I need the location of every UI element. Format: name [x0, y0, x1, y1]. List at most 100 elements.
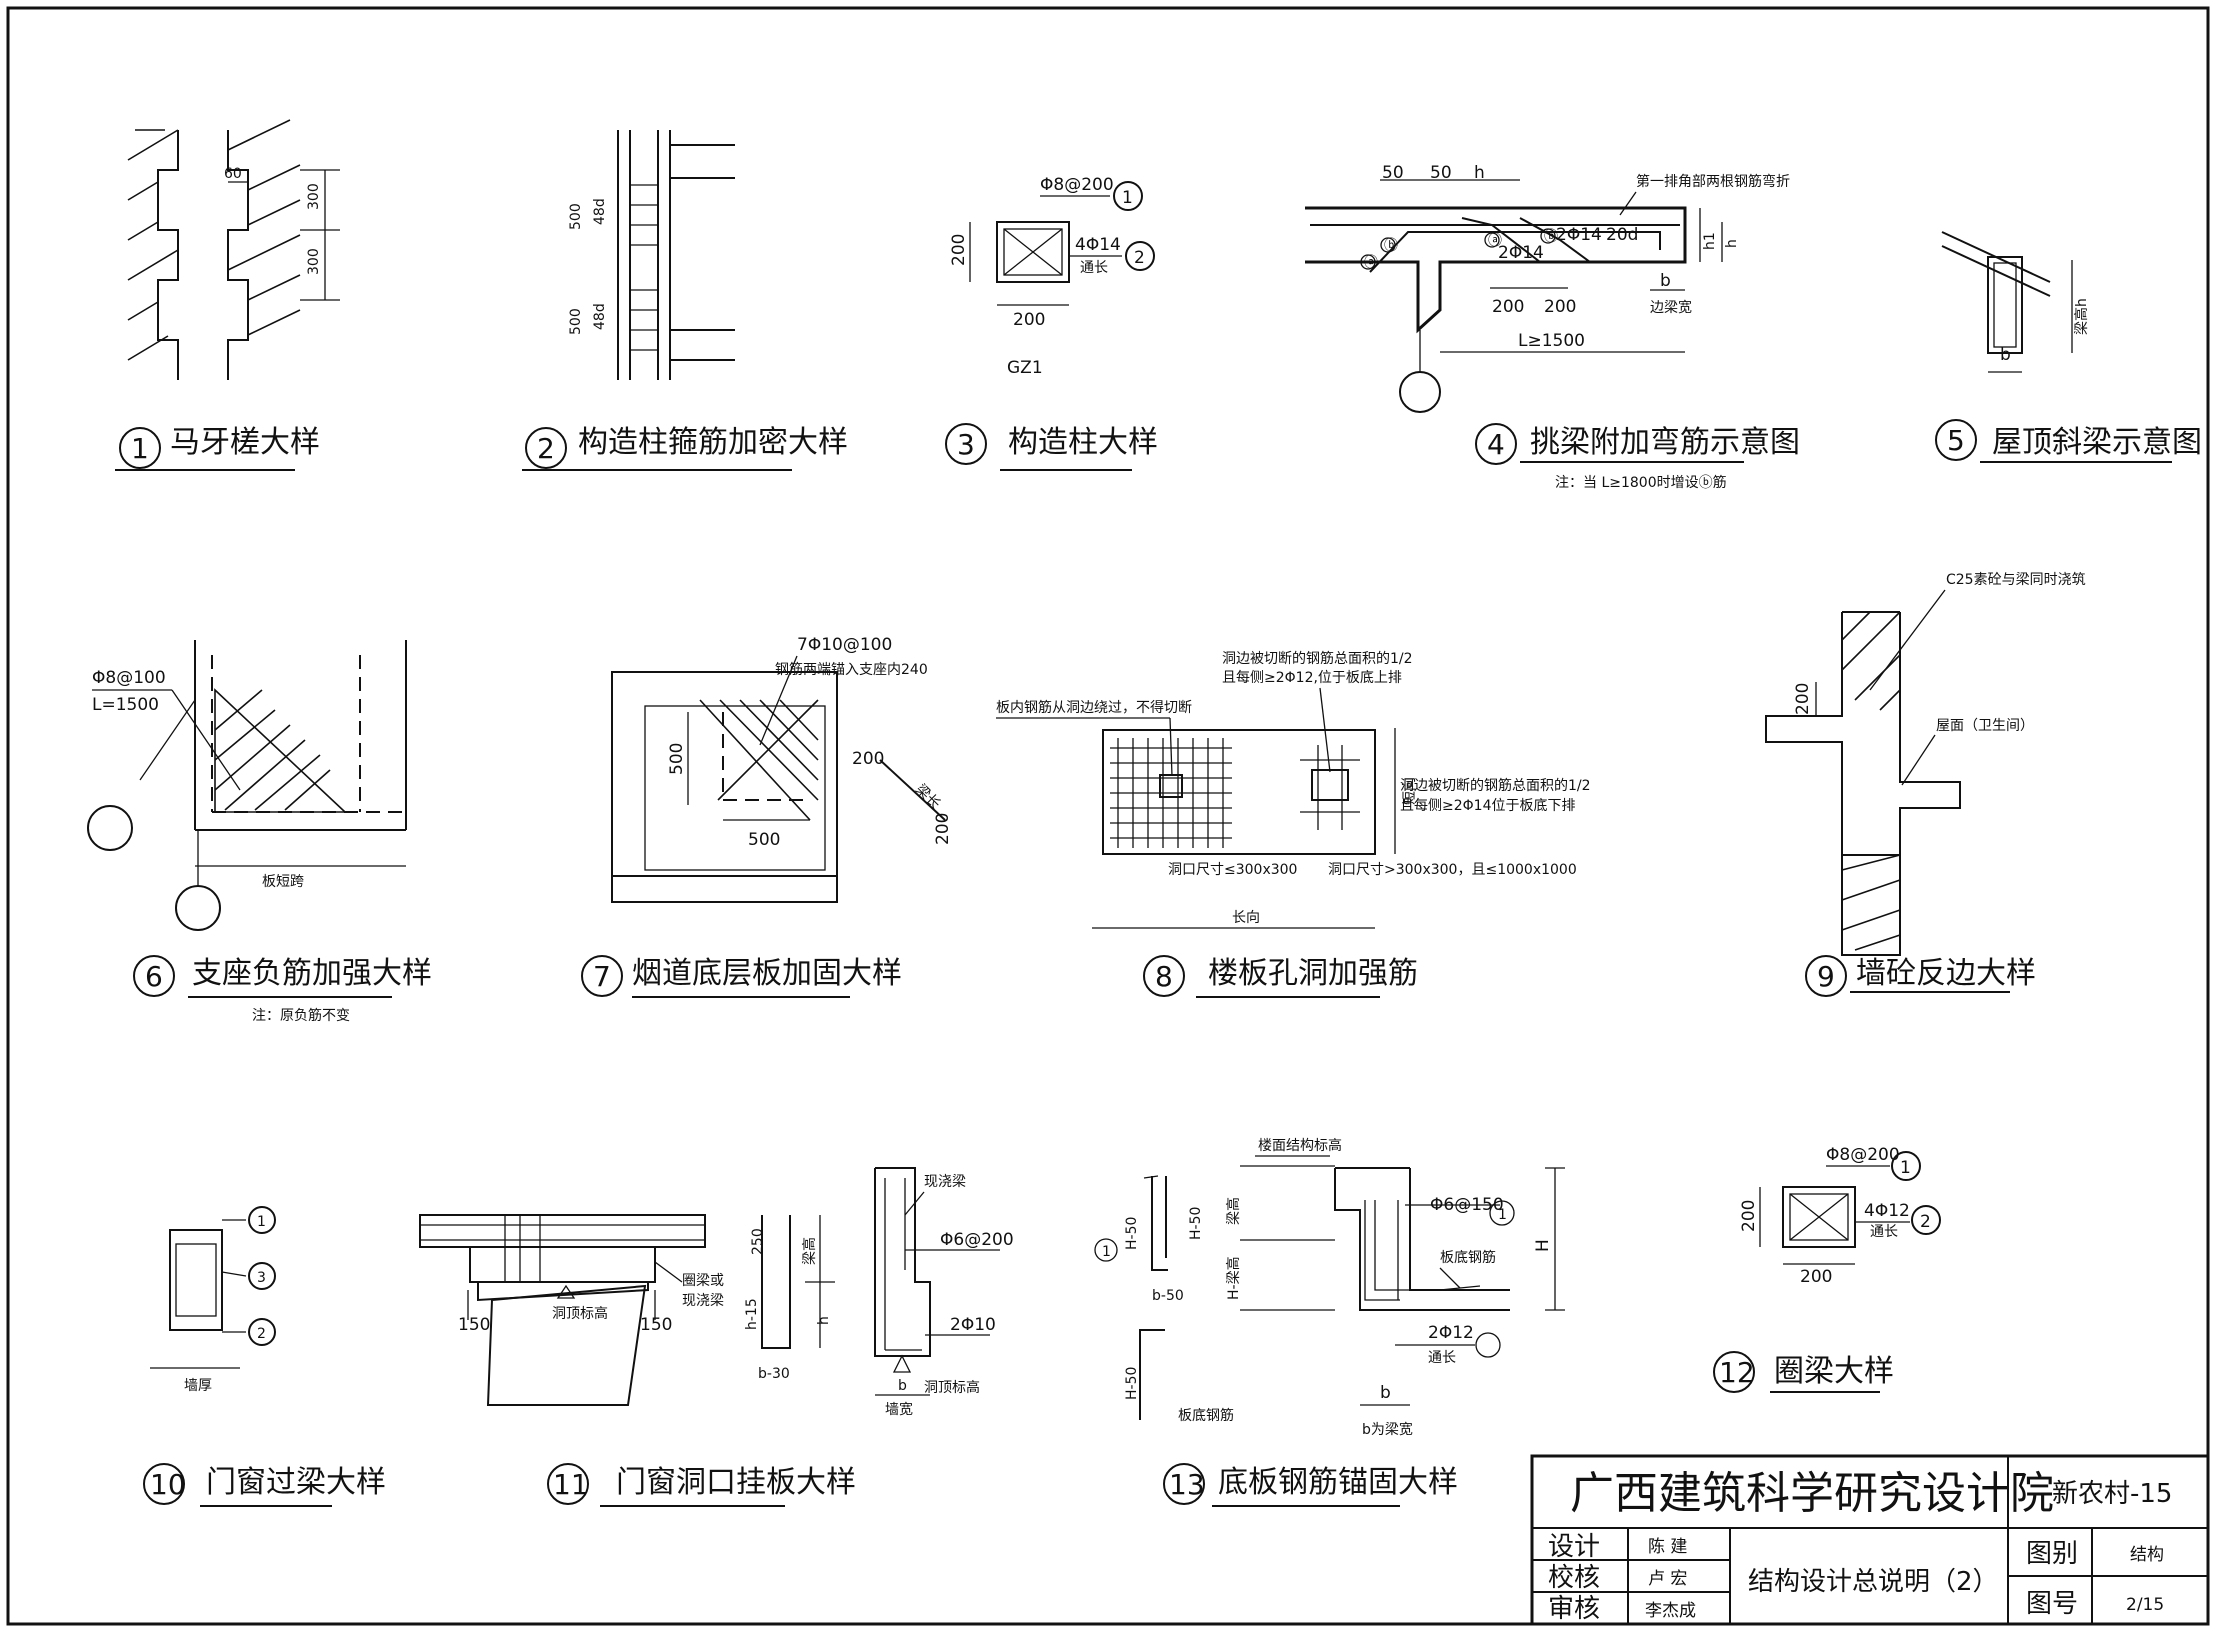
d1-label-c: 300 — [306, 248, 322, 275]
d7-label-e: 200 — [852, 749, 884, 769]
d2-label-d: 48d — [592, 303, 608, 330]
d8-label-i: 短向 — [1402, 777, 1418, 805]
d7-title: 烟道底层板加固大样 — [632, 956, 902, 991]
d8-label-e: 且每侧≥2Φ14位于板底下排 — [1400, 798, 1575, 814]
d10-number: 10 — [150, 1468, 186, 1501]
d8-title: 楼板孔洞加强筋 — [1208, 956, 1418, 991]
d2-number: 2 — [537, 432, 555, 465]
d5-label-a: 梁高h — [2073, 298, 2090, 335]
d11-label-c: 洞顶标高 — [552, 1305, 608, 1322]
d8-label-b: 且每侧≥2Φ12,位于板底上排 — [1222, 670, 1402, 686]
d12-number: 12 — [1719, 1356, 1755, 1389]
project-code: 新农村-15 — [2052, 1479, 2172, 1509]
d13-label-a: H-50 — [1124, 1217, 1140, 1250]
d11-title: 门窗洞口挂板大样 — [616, 1465, 856, 1500]
d11-label-h: h-15 — [744, 1298, 760, 1330]
detail-2: 500 48d 500 48d 2 构造柱箍筋加密大样 — [522, 130, 848, 471]
d11-label-e: 现浇梁 — [682, 1293, 724, 1309]
d4-label-l: b — [1660, 271, 1671, 291]
d3-label-b: 4Φ14 — [1075, 235, 1121, 255]
d3-label-e: 200 — [1013, 310, 1045, 330]
d11-label-n: b — [898, 1378, 907, 1394]
d10-title: 门窗过梁大样 — [206, 1465, 386, 1500]
d11-number: 11 — [553, 1468, 589, 1501]
d13-number: 13 — [1169, 1468, 1205, 1501]
detail-5: 梁高h b 5 屋顶斜梁示意图 — [1935, 231, 2202, 463]
d11-label-f: 250 — [750, 1228, 766, 1255]
d7-label-a: 7Φ10@100 — [797, 635, 892, 655]
d12-title: 圈梁大样 — [1774, 1354, 1894, 1389]
d4-number: 4 — [1487, 428, 1505, 461]
d9-label-c: 屋面（卫生间） — [1936, 718, 2034, 734]
d6-note: 注：原负筋不变 — [252, 1007, 350, 1024]
d11-label-k: 现浇梁 — [924, 1174, 966, 1190]
d11-label-b: 150 — [640, 1315, 672, 1335]
d4-label-d: 第一排角部两根钢筋弯折 — [1636, 173, 1790, 190]
d3-label-c: 通长 — [1080, 260, 1108, 276]
d3-number: 3 — [957, 428, 975, 461]
d7-label-d: 500 — [748, 830, 780, 850]
detail-6: Φ8@100 L=1500 板短跨 6 支座负筋加强大样 注：原负筋不变 — [87, 640, 432, 1024]
d11-label-i: h — [816, 1316, 832, 1325]
d4-label-g: 20d — [1606, 225, 1638, 245]
d13-label-j: 2Φ12 — [1428, 1323, 1474, 1343]
d8-label-d: 洞边被切断的钢筋总面积的1/2 — [1400, 777, 1591, 794]
d4-label-o: ⓐ — [1364, 255, 1378, 271]
d4-label-k: 200 — [1544, 297, 1576, 317]
d1-number: 1 — [131, 432, 149, 465]
d12-label-d: 200 — [1739, 1200, 1759, 1232]
d10-marker-b: 3 — [257, 1270, 266, 1286]
d7-number: 7 — [593, 960, 611, 993]
d2-label-c: 500 — [568, 308, 584, 335]
d8-label-f: 洞口尺寸≤300x300 — [1168, 862, 1297, 878]
d3-label-f: GZ1 — [1007, 358, 1043, 378]
d8-label-h: 长向 — [1232, 910, 1260, 926]
d12-label-a: Φ8@200 — [1826, 1145, 1900, 1165]
d4-label-c: h — [1474, 163, 1485, 183]
detail-13: H-50 H-50 b-50 H-50 1 楼面结构标高 梁高 H-梁高 Φ6@… — [1094, 1137, 1565, 1507]
d5-title: 屋顶斜梁示意图 — [1992, 425, 2202, 460]
d6-label-b: L=1500 — [92, 695, 159, 715]
d6-label-a: Φ8@100 — [92, 668, 166, 688]
d13-label-c: b-50 — [1152, 1288, 1184, 1304]
d13-label-i: 板底钢筋 — [1440, 1249, 1496, 1266]
d2-title: 构造柱箍筋加密大样 — [578, 425, 848, 460]
drawing-title: 结构设计总说明（2） — [1748, 1567, 1999, 1597]
d13-label-o: 板底钢筋 — [1178, 1407, 1234, 1424]
d12-label-b: 4Φ12 — [1864, 1201, 1910, 1221]
d6-title: 支座负筋加强大样 — [192, 956, 432, 991]
reviewer-role: 审核 — [1548, 1594, 1600, 1624]
detail-9: C25素砼与梁同时浇筑 200 屋面（卫生间） 9 墙砼反边大样 — [1765, 572, 2086, 997]
d12-label-e: 200 — [1800, 1267, 1832, 1287]
d3-title: 构造柱大样 — [1008, 425, 1158, 460]
d13-label-n: H — [1533, 1239, 1553, 1252]
d4-label-m: 边梁宽 — [1650, 299, 1692, 316]
d13-label-g: H-梁高 — [1225, 1256, 1242, 1300]
d4-label-r: ⓑ — [1544, 229, 1558, 245]
d3-label-a: Φ8@200 — [1040, 175, 1114, 195]
d13-marker-q: 1 — [1498, 1207, 1507, 1223]
d4-label-p: ⓑ — [1384, 238, 1398, 254]
category-label: 图别 — [2026, 1539, 2078, 1569]
sheet-number-value: 2/15 — [2126, 1595, 2164, 1615]
detail-8: 洞边被切断的钢筋总面积的1/2 且每侧≥2Φ12,位于板底上排 板内钢筋从洞边绕… — [996, 650, 1591, 998]
d7-label-g: 梁长 — [912, 782, 943, 813]
d11-label-p: 洞顶标高 — [924, 1379, 980, 1396]
sheet-border — [6, 6, 2210, 1626]
d8-label-a: 洞边被切断的钢筋总面积的1/2 — [1222, 650, 1413, 667]
d4-label-j: 200 — [1492, 297, 1524, 317]
detail-12: Φ8@200 1 4Φ12 通长 2 200 200 12 圈梁大样 — [1713, 1145, 1941, 1393]
d11-label-o: 墙宽 — [885, 1401, 913, 1418]
d4-label-q: ⓐ — [1488, 233, 1502, 249]
detail-3: Φ8@200 1 4Φ14 通长 2 200 200 GZ1 3 构造柱大样 — [945, 175, 1158, 471]
d5-number: 5 — [1947, 424, 1965, 457]
d5-label-b: b — [2000, 345, 2011, 365]
d9-label-b: 200 — [1793, 683, 1813, 715]
d13-label-f: 梁高 — [1225, 1197, 1242, 1225]
d9-label-a: C25素砼与梁同时浇筑 — [1946, 572, 2086, 588]
d4-label-h: h1 — [1702, 232, 1718, 250]
d10-marker-a: 1 — [257, 1214, 266, 1230]
d4-label-e: 2Φ14 — [1498, 243, 1544, 263]
d4-title: 挑梁附加弯筋示意图 — [1530, 425, 1800, 460]
d6-number: 6 — [145, 960, 163, 993]
